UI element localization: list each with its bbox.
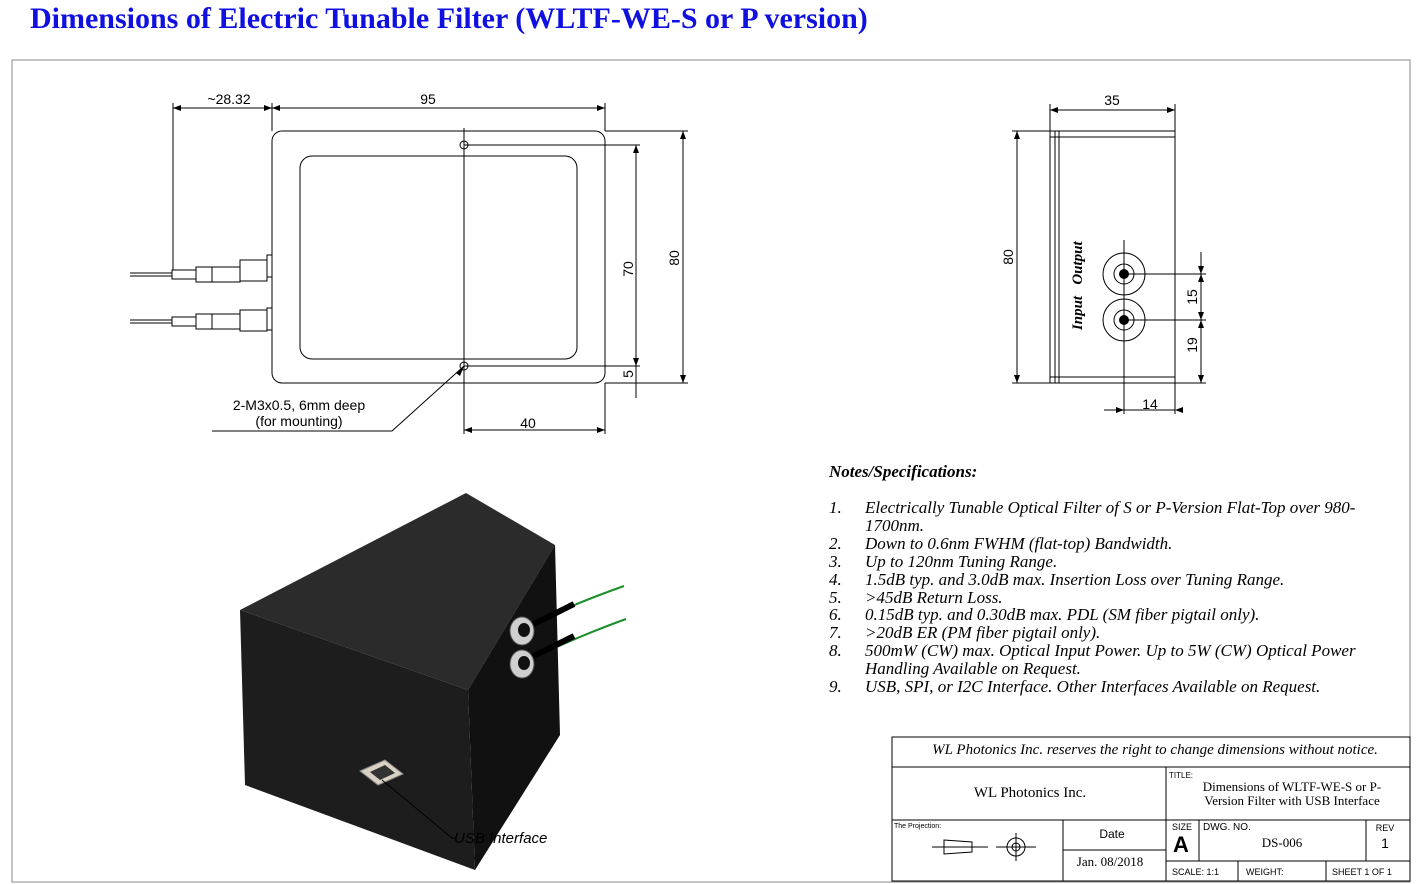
front-view bbox=[130, 103, 688, 434]
note-item: 4. 1.5dB typ. and 3.0dB max. Insertion Lo… bbox=[829, 569, 1409, 589]
dim-body-width: 95 bbox=[420, 91, 436, 107]
iso-view bbox=[240, 493, 627, 870]
iso-port-upper-core bbox=[518, 623, 530, 637]
note-text: Electrically Tunable Optical Filter of S… bbox=[865, 498, 1356, 535]
note-text: 500mW (CW) max. Optical Input Power. Up … bbox=[865, 641, 1356, 679]
iso-right-face bbox=[468, 545, 560, 870]
note-number: 5. bbox=[829, 587, 842, 607]
drawing-title-line2: Version Filter with USB Interface bbox=[1204, 793, 1380, 808]
page-title: Dimensions of Electric Tunable Filter (W… bbox=[30, 2, 868, 35]
note-text: Up to 120nm Tuning Range. bbox=[865, 551, 1058, 571]
usb-interface-label: USB Interface bbox=[454, 830, 547, 847]
note-number: 1. bbox=[829, 498, 842, 517]
notes-heading: Notes/Specifications: bbox=[829, 462, 978, 481]
note-number: 3. bbox=[829, 551, 842, 571]
body-outline bbox=[271, 130, 606, 384]
usb-leader bbox=[381, 779, 456, 839]
connector-lower bbox=[266, 307, 273, 331]
mount-note-line2: (for mounting) bbox=[255, 413, 342, 429]
mount-note-line1: 2-M3x0.5, 6mm deep bbox=[233, 397, 365, 413]
side-dim-height: 80 bbox=[1000, 249, 1016, 265]
note-number: 2. bbox=[829, 533, 842, 553]
size-value: A bbox=[1173, 832, 1189, 857]
projection-label: The Projection: bbox=[894, 823, 941, 830]
projection-symbol bbox=[932, 833, 1036, 861]
title-label: TITLE: bbox=[1169, 771, 1193, 780]
side-arrows bbox=[1014, 107, 1204, 413]
dim-fiber-length: ~28.32 bbox=[207, 91, 250, 107]
note-item: 2. Down to 0.6nm FWHM (flat-top) Bandwidt… bbox=[829, 533, 1409, 553]
iso-top-face bbox=[240, 493, 555, 690]
weight-text: WEIGHT: bbox=[1246, 867, 1284, 877]
side-dim-offset: 14 bbox=[1142, 396, 1158, 412]
date-label: Date bbox=[1099, 827, 1125, 841]
dim-inner-height: 70 bbox=[620, 261, 636, 277]
note-number: 6. bbox=[829, 605, 842, 625]
side-view bbox=[1012, 104, 1206, 414]
side-dim-spacing: 15 bbox=[1184, 289, 1200, 305]
note-text: 0.15dB typ. and 0.30dB max. PDL (SM fibe… bbox=[865, 605, 1260, 625]
note-number: 7. bbox=[829, 623, 842, 643]
iso-port-lower-core bbox=[518, 656, 530, 670]
dim-hole-offset: 40 bbox=[520, 415, 536, 431]
note-item: 6. 0.15dB typ. and 0.30dB max. PDL (SM fi… bbox=[829, 606, 1409, 624]
note-number: 8. bbox=[829, 641, 842, 661]
dwg-value: DS-006 bbox=[1262, 835, 1303, 850]
dim-edge-offset: 5 bbox=[620, 370, 636, 378]
note-text: 1.5dB typ. and 3.0dB max. Insertion Loss… bbox=[865, 569, 1285, 589]
side-dim-depth: 35 bbox=[1104, 92, 1120, 108]
input-label: Input bbox=[1070, 295, 1086, 331]
dwg-label: DWG. NO. bbox=[1203, 822, 1251, 833]
fiber-lower bbox=[130, 309, 268, 332]
title-block bbox=[891, 736, 1411, 882]
rev-label: REV bbox=[1376, 823, 1395, 833]
side-dim-bottom: 19 bbox=[1184, 337, 1200, 353]
size-label: SIZE bbox=[1172, 822, 1192, 832]
note-text: >20dB ER (PM fiber pigtail only). bbox=[865, 623, 1101, 643]
iso-front-face bbox=[240, 610, 475, 870]
dim-body-height: 80 bbox=[666, 250, 682, 266]
connector-upper bbox=[266, 254, 273, 278]
front-arrows bbox=[173, 105, 686, 433]
note-item: 3. Up to 120nm Tuning Range. bbox=[829, 551, 1409, 571]
fiber-upper bbox=[130, 259, 268, 283]
usb-port-slot bbox=[370, 765, 395, 780]
note-item: 9. USB, SPI, or I2C Interface. Other Inte… bbox=[829, 678, 1409, 696]
note-item: 5. >45dB Return Loss. bbox=[829, 587, 1409, 607]
date-value: Jan. 08/2018 bbox=[1077, 854, 1143, 869]
sheet-text: SHEET 1 OF 1 bbox=[1332, 867, 1392, 877]
drawing-title-line1: Dimensions of WLTF-WE-S or P- bbox=[1203, 779, 1381, 794]
note-number: 9. bbox=[829, 677, 842, 697]
note-text: Down to 0.6nm FWHM (flat-top) Bandwidth. bbox=[865, 533, 1173, 553]
note-item: 8. 500mW (CW) max. Optical Input Power. U… bbox=[829, 642, 1409, 678]
rev-value: 1 bbox=[1381, 835, 1389, 851]
sheet-border bbox=[11, 59, 1411, 883]
note-text: USB, SPI, or I2C Interface. Other Interf… bbox=[865, 677, 1321, 697]
company-name: WL Photonics Inc. bbox=[974, 785, 1086, 801]
notes-list: 1. Electrically Tunable Optical Filter of… bbox=[829, 499, 1409, 696]
scale-text: SCALE: 1:1 bbox=[1172, 867, 1219, 877]
inner-panel bbox=[299, 155, 578, 360]
note-item: 7. >20dB ER (PM fiber pigtail only). bbox=[829, 624, 1409, 642]
disclaimer-text: WL Photonics Inc. reserves the right to … bbox=[932, 742, 1378, 758]
output-label: Output bbox=[1070, 240, 1086, 284]
note-item: 1. Electrically Tunable Optical Filter of… bbox=[829, 499, 1409, 535]
note-number: 4. bbox=[829, 569, 842, 589]
note-text: >45dB Return Loss. bbox=[865, 587, 1003, 607]
